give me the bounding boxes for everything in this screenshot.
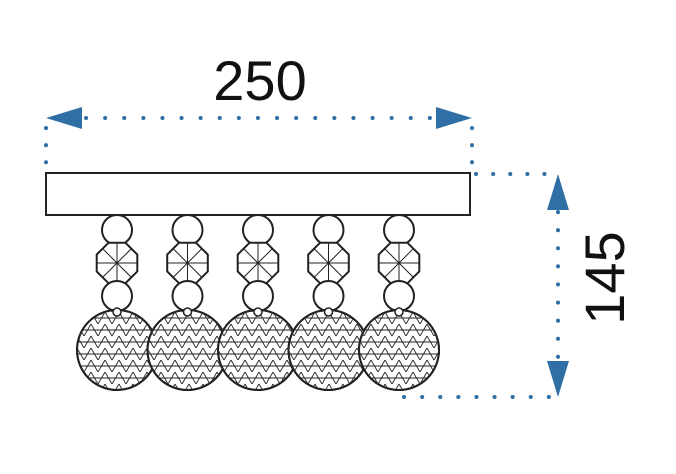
pendant-top-bead (312, 214, 345, 246)
pendant-hook (394, 307, 404, 317)
height-dimension: 145 (402, 172, 636, 399)
pendant-hook (253, 307, 263, 317)
height-arrow-bottom (547, 361, 569, 397)
pendant-ball-facets (289, 311, 368, 389)
pendant (217, 214, 299, 391)
pendant-lower-bead (242, 280, 274, 312)
pendant (146, 214, 229, 391)
pendant-octagon-facets (238, 242, 278, 284)
pendant-hook (182, 307, 193, 317)
pendant-hook (323, 307, 334, 317)
height-label: 145 (573, 231, 636, 324)
pendant-ball-facets (360, 311, 438, 389)
pendant-lower-bead (101, 280, 133, 312)
height-arrow-top (547, 174, 569, 210)
pendant-top-bead (101, 214, 133, 246)
pendant-hook (112, 307, 122, 317)
crystal-pendants (76, 214, 440, 391)
width-label: 250 (213, 49, 306, 112)
pendant-top-bead (171, 214, 204, 246)
ceiling-plate (45, 172, 471, 216)
pendant-lower-bead (383, 280, 415, 312)
pendant-octagon-facets (379, 242, 419, 284)
width-arrow-right (436, 107, 472, 129)
pendant (287, 214, 370, 391)
pendant-ball-facets (148, 311, 227, 389)
width-dimension: 250 (44, 49, 474, 174)
pendant-ball-facets (219, 311, 297, 389)
pendant-octagon-facets (308, 242, 349, 284)
pendant-ball-facets (78, 311, 156, 389)
pendant (358, 214, 440, 391)
width-arrow-left (46, 107, 82, 129)
pendant-lower-bead (312, 280, 345, 312)
pendant-octagon-facets (167, 242, 208, 284)
pendant-octagon-facets (97, 242, 137, 284)
pendant-top-bead (242, 214, 274, 246)
pendant (76, 214, 158, 391)
pendant-top-bead (383, 214, 415, 246)
pendant-lower-bead (171, 280, 204, 312)
